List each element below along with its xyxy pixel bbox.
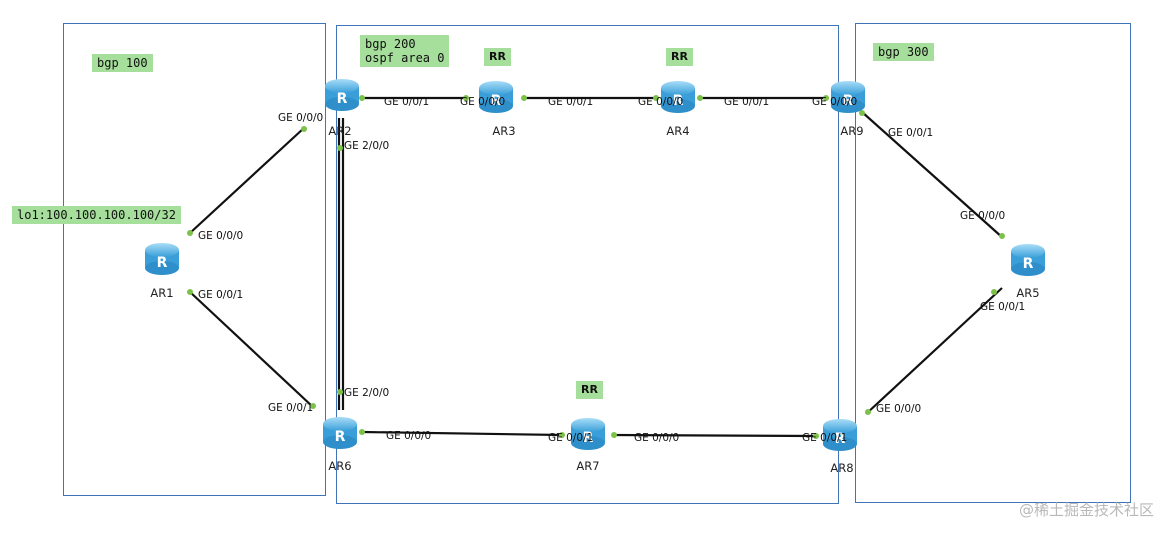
- router-glyph: R: [673, 93, 684, 109]
- port-dot: [310, 403, 316, 409]
- router-name-ar1: AR1: [150, 286, 174, 300]
- link-ar6-ar7: [361, 430, 563, 437]
- port-dot: [359, 95, 365, 101]
- port-dot: [653, 95, 659, 101]
- router-icon-ar6[interactable]: R: [321, 413, 359, 451]
- router-glyph: R: [583, 430, 594, 446]
- port-label: GE 2/0/0: [344, 140, 390, 152]
- port-dot: [521, 95, 527, 101]
- loopback-label: lo1:100.100.100.100/32: [12, 206, 181, 224]
- watermark: @稀土掘金技术社区: [1018, 501, 1154, 519]
- port-label: GE 2/0/0: [344, 387, 390, 399]
- router-name-ar7: AR7: [576, 459, 600, 473]
- rr-tag-ar7: RR: [576, 381, 603, 399]
- port-label: GE 0/0/1: [548, 96, 594, 108]
- port-dot: [301, 126, 307, 132]
- link-ar1-ar2: [189, 127, 305, 234]
- as100-label: bgp 100: [92, 54, 153, 72]
- port-dot: [823, 95, 829, 101]
- link-ar1-ar6: [189, 291, 314, 408]
- as200-label: bgp 200 ospf area 0: [360, 35, 450, 67]
- area-bgp-300: [855, 23, 1131, 503]
- port-dot: [463, 95, 469, 101]
- router-icon-ar8[interactable]: R: [821, 415, 859, 453]
- router-name-ar8: AR8: [830, 461, 854, 475]
- router-icon-ar4[interactable]: R: [659, 77, 697, 115]
- rr-tag-ar4: RR: [666, 48, 693, 66]
- port-dot: [337, 145, 343, 151]
- port-dot: [697, 95, 703, 101]
- router-glyph: R: [835, 431, 846, 447]
- port-dot: [865, 409, 871, 415]
- port-label: GE 0/0/1: [802, 432, 848, 444]
- port-label: GE 0/0/1: [724, 96, 770, 108]
- port-label: GE 0/0/1: [268, 402, 314, 414]
- port-dot: [859, 110, 865, 116]
- port-label: GE 0/0/0: [960, 210, 1006, 222]
- router-name-ar3: AR3: [492, 124, 516, 138]
- port-dot: [611, 432, 617, 438]
- router-icon-ar5[interactable]: R: [1009, 240, 1047, 278]
- port-dot: [559, 432, 565, 438]
- port-label: GE 0/0/1: [384, 96, 430, 108]
- area-bgp-200: [336, 25, 839, 504]
- port-label: GE 0/0/0: [876, 403, 922, 415]
- port-label: GE 0/0/0: [386, 430, 432, 442]
- router-glyph: R: [843, 93, 854, 109]
- port-label: GE 0/0/0: [812, 96, 858, 108]
- router-name-ar9: AR9: [840, 124, 864, 138]
- link-ar7-ar8: [613, 433, 817, 438]
- port-dot: [187, 289, 193, 295]
- port-dot: [337, 389, 343, 395]
- router-icon-ar1[interactable]: R: [143, 239, 181, 277]
- rr-tag-ar3: RR: [484, 48, 511, 66]
- port-label: GE 0/0/0: [634, 432, 680, 444]
- router-glyph: R: [491, 93, 502, 109]
- port-label: GE 0/0/0: [460, 96, 506, 108]
- port-dot: [187, 230, 193, 236]
- port-label: GE 0/0/0: [278, 112, 324, 124]
- router-name-ar4: AR4: [666, 124, 690, 138]
- router-icon-ar7[interactable]: R: [569, 414, 607, 452]
- as300-label: bgp 300: [873, 43, 934, 61]
- router-glyph: R: [157, 255, 168, 271]
- router-glyph: R: [337, 91, 348, 107]
- port-dot: [999, 233, 1005, 239]
- router-icon-ar9[interactable]: R: [829, 77, 867, 115]
- port-dot: [359, 429, 365, 435]
- port-label: GE 0/0/0: [198, 230, 244, 242]
- port-label: GE 0/0/1: [888, 127, 934, 139]
- area-bgp-100: [63, 23, 326, 496]
- link-ar8-ar5: [865, 287, 1003, 415]
- port-dot: [813, 433, 819, 439]
- router-name-ar2: AR2: [328, 124, 352, 138]
- router-name-ar5: AR5: [1016, 286, 1040, 300]
- router-icon-ar2[interactable]: R: [323, 75, 361, 113]
- router-name-ar6: AR6: [328, 459, 352, 473]
- port-label: GE 0/0/1: [980, 301, 1026, 313]
- link-ar9-ar5: [861, 111, 1004, 239]
- router-glyph: R: [335, 429, 346, 445]
- port-label: GE 0/0/1: [198, 289, 244, 301]
- router-glyph: R: [1023, 256, 1034, 272]
- port-dot: [991, 289, 997, 295]
- port-label: GE 0/0/1: [548, 432, 594, 444]
- router-icon-ar3[interactable]: R: [477, 77, 515, 115]
- port-label: GE 0/0/0: [638, 96, 684, 108]
